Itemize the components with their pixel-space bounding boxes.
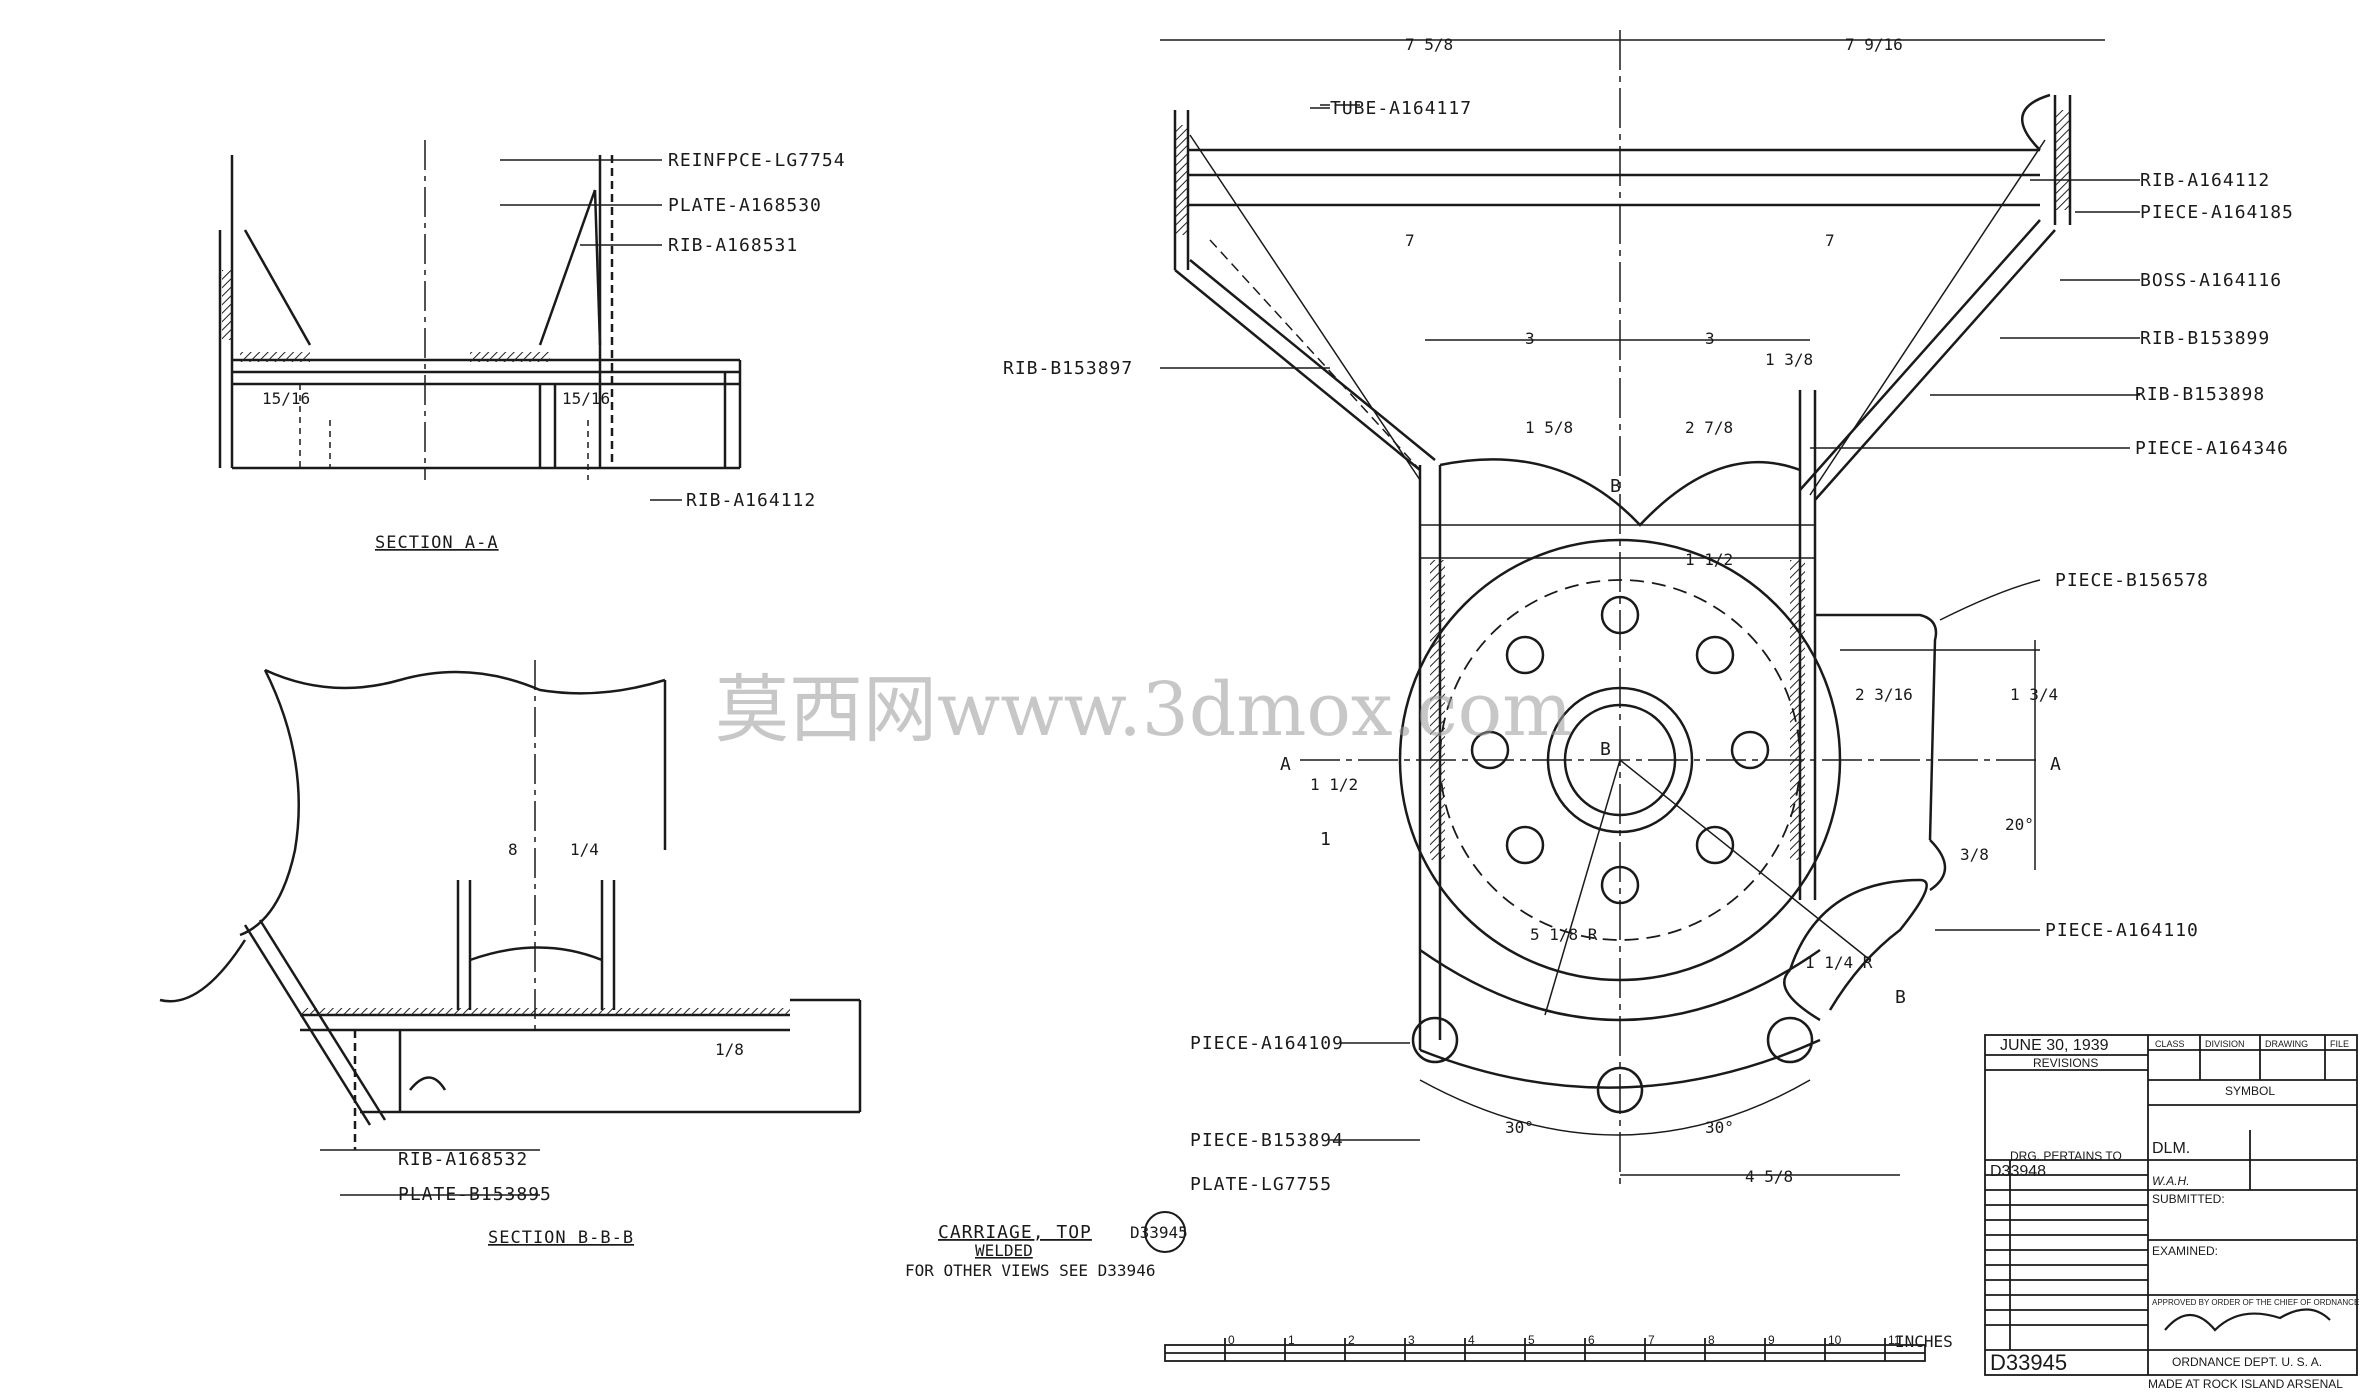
drawing-ref: D33945: [1130, 1223, 1188, 1242]
tb-revisions: REVISIONS: [2033, 1056, 2098, 1070]
dim-7-right: 7: [1825, 231, 1835, 250]
title-block-text: JUNE 30, 1939 REVISIONS DRG. PERTAINS TO…: [1990, 1037, 2359, 1391]
section-a-a: [218, 140, 742, 501]
drawing-note: FOR OTHER VIEWS SEE D33946: [905, 1261, 1155, 1280]
tb-drawing-no: D33945: [1990, 1350, 2067, 1375]
section-mark-b-bottom: B: [1895, 987, 1907, 1008]
scale-tick-6: 6: [1588, 1333, 1595, 1347]
section-mark-a-left: A: [1280, 754, 1292, 775]
main-callout-piece-b153894: PIECE-B153894: [1190, 1130, 1344, 1151]
tb-drawn: DLM.: [2152, 1140, 2190, 1157]
dim-7-9-16: 7 9/16: [1845, 35, 1903, 54]
dim-4-5-8: 4 5/8: [1745, 1167, 1793, 1186]
main-callout-rib-b153898: RIB-B153898: [2135, 384, 2265, 405]
drawing-title-block: CARRIAGE, TOP WELDED D33945 FOR OTHER VI…: [905, 1211, 1188, 1280]
scale-tick-5: 5: [1528, 1333, 1535, 1347]
drawing-title: CARRIAGE, TOP: [938, 1222, 1092, 1243]
section-b-dim-3: 1/8: [715, 1040, 744, 1059]
section-a-title: SECTION A-A: [375, 533, 499, 553]
dim-1-1-2-top: 1 1/2: [1685, 550, 1733, 569]
dim-1-1-4-r: 1 1/4 R: [1805, 953, 1873, 972]
section-mark-b-center: B: [1600, 739, 1612, 760]
tb-drg-pertains: DRG. PERTAINS TO: [2010, 1149, 2122, 1163]
scale-tick-8: 8: [1708, 1333, 1715, 1347]
section-mark-1: 1: [1320, 829, 1332, 850]
scale-ticks: 0 1 2 3 4 5 6 7 8 9 10 11 INCHES: [1228, 1332, 1953, 1351]
tb-ordnance: ORDNANCE DEPT. U. S. A.: [2172, 1355, 2322, 1369]
section-b-dim-2: 1/4: [570, 840, 599, 859]
section-a-callout-4: RIB-A164112: [686, 490, 816, 511]
main-callout-rib-b153899: RIB-B153899: [2140, 328, 2270, 349]
dim-1-1-2-left: 1 1/2: [1310, 775, 1358, 794]
main-callout-piece-a164346: PIECE-A164346: [2135, 438, 2289, 459]
main-callout-piece-a164110: PIECE-A164110: [2045, 920, 2199, 941]
section-a-callout-3: RIB-A168531: [668, 235, 798, 256]
dim-7-5-8: 7 5/8: [1405, 35, 1453, 54]
scale-tick-10: 10: [1828, 1333, 1842, 1347]
main-callout-piece-a164109: PIECE-A164109: [1190, 1033, 1344, 1054]
tb-examined: EXAMINED:: [2152, 1244, 2218, 1258]
section-b-callout-1: RIB-A168532: [398, 1149, 528, 1170]
tb-symbol: SYMBOL: [2225, 1084, 2275, 1098]
tb-pertains-no: D33948: [1990, 1163, 2046, 1180]
scale-tick-1: 1: [1288, 1333, 1295, 1347]
dim-1-3-8: 1 3/8: [1765, 350, 1813, 369]
dim-5-1-8-r: 5 1/8 R: [1530, 925, 1598, 944]
scale-tick-3: 3: [1408, 1333, 1415, 1347]
section-a-callout-2: PLATE-A168530: [668, 195, 822, 216]
section-b-dim-1: 8: [508, 840, 518, 859]
main-callout-rib-a164112: RIB-A164112: [2140, 170, 2270, 191]
tb-arsenal: MADE AT ROCK ISLAND ARSENAL: [2148, 1377, 2343, 1391]
dim-30-deg-right: 30°: [1705, 1118, 1734, 1137]
main-callout-piece-a164185: PIECE-A164185: [2140, 202, 2294, 223]
section-b-callout-2: PLATE-B153895: [398, 1184, 552, 1205]
section-mark-b-top: B: [1610, 476, 1622, 497]
tb-checked: W.A.H.: [2152, 1174, 2190, 1188]
section-a-dim-2: 15/16: [562, 389, 610, 408]
dim-30-deg-left: 30°: [1505, 1118, 1534, 1137]
scale-tick-2: 2: [1348, 1333, 1355, 1347]
scale-tick-0: 0: [1228, 1333, 1235, 1347]
dim-2-7-8: 2 7/8: [1685, 418, 1733, 437]
scale-bar: [1164, 1338, 1926, 1362]
section-mark-a-right: A: [2050, 754, 2062, 775]
dim-20-deg: 20°: [2005, 815, 2034, 834]
section-b-title: SECTION B-B-B: [488, 1228, 634, 1248]
tb-submitted: SUBMITTED:: [2152, 1192, 2225, 1206]
tb-date: JUNE 30, 1939: [2000, 1037, 2109, 1054]
main-callout-plate-lg7755: PLATE-LG7755: [1190, 1174, 1332, 1195]
scale-tick-4: 4: [1468, 1333, 1475, 1347]
section-a-dim-1: 15/16: [262, 389, 310, 408]
watermark: 莫西网www.3dmox.com: [715, 667, 1572, 753]
tb-header-drawing: DRAWING: [2265, 1039, 2308, 1049]
section-a-callout-1: REINFPCE-LG7754: [668, 150, 846, 171]
main-callout-tube: TUBE-A164117: [1330, 98, 1472, 119]
scale-tick-7: 7: [1648, 1333, 1655, 1347]
main-plan-view: [1160, 30, 2140, 1185]
tb-header-class: CLASS: [2155, 1039, 2185, 1049]
scale-unit: INCHES: [1895, 1332, 1953, 1351]
scale-tick-11: 11: [1888, 1333, 1901, 1347]
dim-7-left: 7: [1405, 231, 1415, 250]
section-b-b-b: [159, 660, 862, 1196]
main-callout-boss-a164116: BOSS-A164116: [2140, 270, 2282, 291]
scale-tick-9: 9: [1768, 1333, 1775, 1347]
title-block: [1984, 1034, 2358, 1376]
main-callout-rib-b153897: RIB-B153897: [1003, 358, 1133, 379]
dim-1-5-8: 1 5/8: [1525, 418, 1573, 437]
dim-3-left: 3: [1525, 329, 1535, 348]
main-callout-piece-b156578: PIECE-B156578: [2055, 570, 2209, 591]
tb-header-division: DIVISION: [2205, 1039, 2245, 1049]
drawing-subtitle: WELDED: [975, 1241, 1033, 1260]
dim-1-3-4: 1 3/4: [2010, 685, 2058, 704]
dim-2-3-16: 2 3/16: [1855, 685, 1913, 704]
dim-3-8: 3/8: [1960, 845, 1989, 864]
tb-header-file: FILE: [2330, 1039, 2349, 1049]
tb-approved: APPROVED BY ORDER OF THE CHIEF OF ORDNAN…: [2152, 1298, 2359, 1307]
dim-3-right: 3: [1705, 329, 1715, 348]
